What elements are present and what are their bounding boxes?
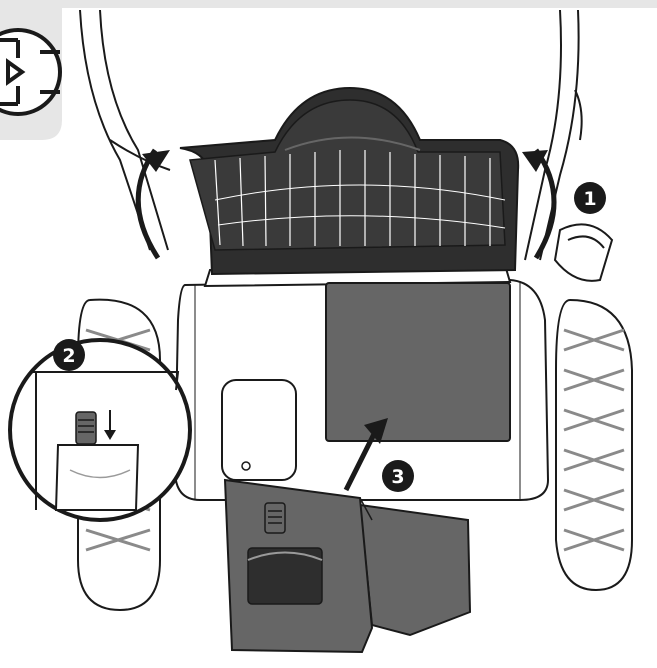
curved-arrow-icon (142, 150, 170, 172)
mulching-plug (223, 478, 472, 654)
svg-text:3: 3 (391, 466, 404, 488)
latch-lever (75, 411, 97, 445)
arrow-down-icon (104, 410, 116, 440)
latch-detail-inset (8, 338, 192, 522)
curved-arrow-icon (533, 148, 557, 260)
step-badge-2: 2 (53, 339, 85, 371)
step-badge-1: 1 (574, 182, 606, 214)
header-band (0, 0, 657, 8)
handle-right (524, 9, 614, 282)
rear-wheel-right (555, 298, 633, 592)
step-badge-3: 3 (382, 460, 414, 492)
handle-left (79, 9, 171, 251)
grass-catcher (179, 86, 520, 276)
insert-arrow (343, 428, 379, 492)
svg-text:1: 1 (583, 188, 596, 210)
svg-text:2: 2 (62, 345, 75, 367)
curved-arrow-icon (522, 150, 548, 172)
discharge-opening (325, 282, 511, 442)
insert-arrow (364, 418, 388, 444)
mulching-symbol-icon (0, 0, 62, 140)
